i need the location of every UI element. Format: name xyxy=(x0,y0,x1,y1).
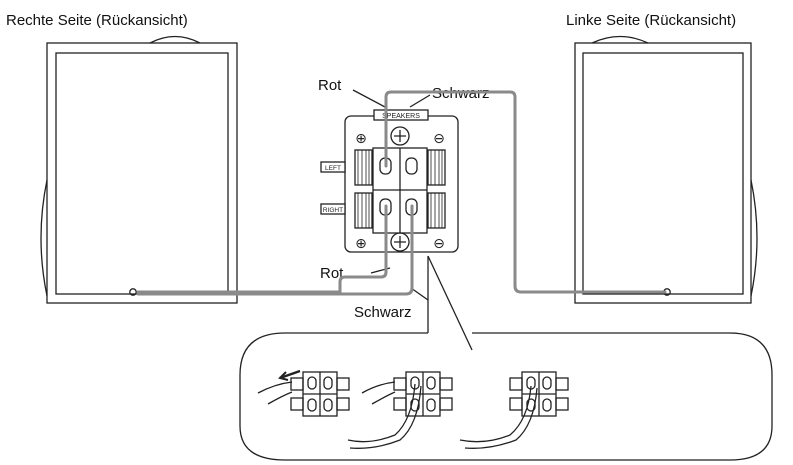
rot-bottom-label: Rot xyxy=(320,265,344,282)
left-speaker-cabinet xyxy=(574,35,758,304)
right-terminal-label: RIGHT xyxy=(323,207,343,214)
speakers-title: SPEAKERS xyxy=(382,113,420,120)
connector-step-1 xyxy=(257,369,350,417)
schwarz-bottom-label: Schwarz xyxy=(354,304,412,321)
connector-step-2 xyxy=(347,371,453,449)
plus-bottom-symbol: ⊕ xyxy=(355,236,367,252)
detail-callout xyxy=(239,332,773,461)
minus-top-symbol: ⊖ xyxy=(433,131,445,147)
left-terminal-label: LEFT xyxy=(325,165,341,172)
rot-top-label: Rot xyxy=(318,77,342,94)
right-speaker-cabinet xyxy=(40,35,238,304)
plus-top-symbol: ⊕ xyxy=(355,131,367,147)
right-side-label: Rechte Seite (Rückansicht) xyxy=(6,12,188,29)
minus-bottom-symbol: ⊖ xyxy=(433,236,445,252)
left-side-label: Linke Seite (Rückansicht) xyxy=(566,12,737,29)
speaker-wires xyxy=(136,90,667,296)
connector-step-3 xyxy=(459,371,569,449)
speaker-terminal-panel xyxy=(320,89,473,351)
